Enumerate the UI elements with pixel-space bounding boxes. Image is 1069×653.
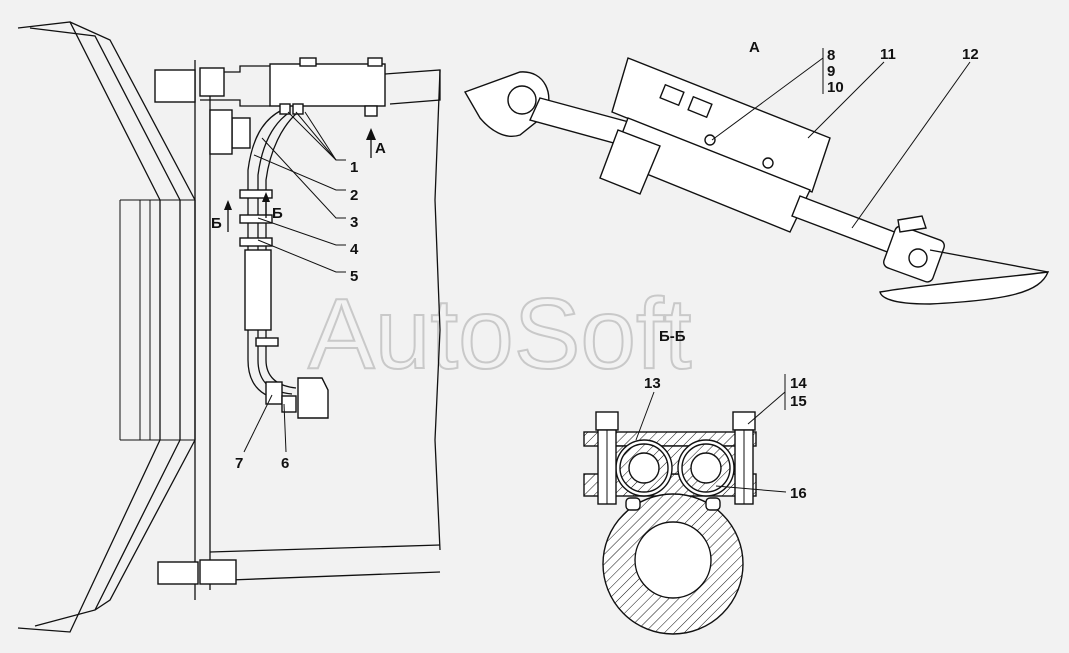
callout-7: 7 xyxy=(235,455,243,472)
callout-15: 15 xyxy=(790,393,807,410)
section-b-b xyxy=(583,411,757,635)
callout-16: 16 xyxy=(790,485,807,502)
watermark: AutoSoft xyxy=(308,278,692,390)
cut-left-label: Б xyxy=(211,215,222,232)
section-title: Б-Б xyxy=(659,328,686,345)
view-a-title: А xyxy=(749,39,760,56)
callout-2: 2 xyxy=(350,187,358,204)
callout-11: 11 xyxy=(880,46,896,63)
right-leaders xyxy=(711,48,971,229)
callout-12: 12 xyxy=(962,46,979,63)
view-a-arrow-label: А xyxy=(375,140,386,157)
callout-13: 13 xyxy=(644,375,661,392)
view-a-cylinder xyxy=(463,57,1050,305)
left-leaders xyxy=(243,111,346,453)
callout-6: 6 xyxy=(281,455,289,472)
callout-10: 10 xyxy=(827,79,844,96)
cut-right-label: Б xyxy=(272,205,283,222)
callout-4: 4 xyxy=(350,241,359,258)
section-leaders xyxy=(635,374,787,493)
callout-8: 8 xyxy=(827,47,835,64)
callout-1: 1 xyxy=(350,159,358,176)
callout-14: 14 xyxy=(790,375,807,392)
blade-assembly xyxy=(17,21,441,633)
callout-3: 3 xyxy=(350,214,358,231)
callout-9: 9 xyxy=(827,63,835,80)
callout-5: 5 xyxy=(350,268,358,285)
